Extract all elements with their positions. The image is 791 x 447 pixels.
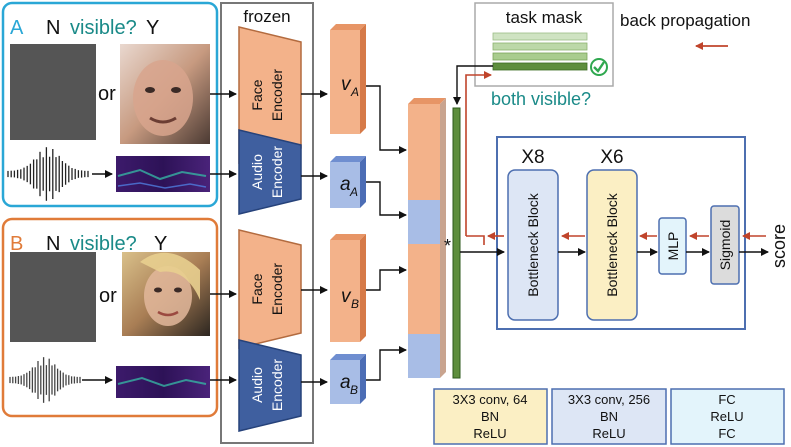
legend-fc: FC ReLU FC	[670, 388, 785, 445]
face-encoder-a-line1: Face	[249, 79, 265, 110]
panel-a-blank-face	[10, 44, 96, 140]
task-mask-title: task mask	[506, 8, 583, 27]
audio-encoder-b: Audio Encoder	[238, 339, 302, 432]
bottleneck-block-2-label: Bottleneck Block	[604, 192, 620, 296]
concat-segment-v-a	[408, 104, 440, 200]
legend-conv256-line1: 3X3 conv, 256	[568, 392, 650, 407]
legend-fc-line3: FC	[718, 426, 735, 441]
panel-b: B N visible? Y or	[1, 217, 219, 418]
legend-conv64-line2: BN	[481, 409, 499, 424]
bottleneck-block-1	[507, 169, 559, 321]
panel-a-question: visible?	[70, 17, 137, 39]
legend-conv256: 3X3 conv, 256 BN ReLU	[551, 388, 667, 445]
concat-segment-a-a	[408, 200, 440, 244]
panel-a-no: N	[46, 17, 60, 39]
mlp-label: MLP	[665, 232, 681, 261]
panel-a-border	[1, 1, 219, 208]
feature-a-b-symbol: a	[340, 372, 351, 393]
feature-a-a: a A	[330, 156, 366, 208]
feature-a-b: a B	[330, 354, 366, 404]
bottleneck-block-1-label: Bottleneck Block	[525, 192, 541, 296]
face-encoder-a-line2: Encoder	[269, 69, 285, 121]
concatenated-features	[408, 98, 446, 378]
panel-b-face-image	[122, 252, 210, 336]
legend-conv256-line2: BN	[600, 409, 618, 424]
face-encoder-b-line1: Face	[249, 273, 265, 304]
legend-conv64-line1: 3X3 conv, 64	[453, 392, 528, 407]
mask-layer-selected	[492, 62, 588, 71]
audio-encoder-a: Audio Encoder	[238, 129, 302, 215]
block1-repeat: X8	[521, 147, 544, 168]
legend-conv256-line3: ReLU	[592, 426, 625, 441]
multiply-symbol: *	[444, 236, 451, 256]
mask-layer-2	[492, 42, 588, 51]
panel-a-face-image	[120, 44, 210, 144]
legend-conv64: 3X3 conv, 64 BN ReLU	[433, 388, 548, 445]
panel-a: A N visible? Y or	[1, 1, 219, 208]
feature-v-b-symbol: v	[341, 286, 352, 307]
panel-b-question: visible?	[70, 233, 137, 255]
both-visible-caption: both visible?	[491, 89, 591, 109]
mlp-block	[658, 217, 687, 275]
panel-b-waveform	[9, 357, 113, 403]
legend-fc-line1: FC	[718, 392, 735, 407]
legend-fc-line2: ReLU	[710, 409, 743, 424]
sigmoid-label: Sigmoid	[717, 220, 733, 271]
panel-b-letter: B	[10, 233, 23, 255]
audio-encoder-b-line1: Audio	[249, 367, 265, 403]
audio-encoder-b-line2: Encoder	[269, 359, 285, 411]
panel-a-waveform	[7, 147, 113, 201]
panel-a-yes: Y	[146, 17, 159, 39]
sigmoid-block	[710, 205, 740, 285]
panel-a-letter: A	[10, 17, 24, 39]
score-label: score	[769, 224, 789, 268]
panel-a-spectrogram	[116, 156, 210, 192]
panel-b-spectrogram	[116, 366, 210, 398]
panel-b-no: N	[46, 233, 60, 255]
concat-segment-v-b	[408, 244, 440, 334]
feature-a-a-sub: A	[349, 185, 358, 199]
panel-a-or: or	[98, 83, 116, 105]
block2-repeat: X6	[600, 147, 623, 168]
audio-encoder-a-line1: Audio	[249, 154, 265, 190]
mask-bar	[452, 107, 461, 379]
feature-v-a-sub: A	[350, 85, 359, 99]
check-icon	[590, 58, 608, 76]
panel-b-or: or	[99, 285, 117, 307]
audio-encoder-a-line2: Encoder	[269, 146, 285, 198]
feature-a-b-sub: B	[350, 383, 358, 397]
frozen-label: frozen	[243, 7, 290, 26]
feature-v-b-sub: B	[351, 297, 359, 311]
panel-b-border	[1, 217, 219, 418]
frozen-box	[220, 2, 314, 444]
task-mask-box: task mask	[474, 2, 614, 87]
bottleneck-block-2	[586, 169, 638, 321]
legend-conv64-line3: ReLU	[473, 426, 506, 441]
backprop-label: back propagation	[620, 11, 750, 30]
panel-b-yes: Y	[154, 233, 167, 255]
feature-a-a-symbol: a	[340, 174, 351, 195]
panel-b-blank-face	[10, 252, 96, 342]
feature-v-a-symbol: v	[341, 74, 352, 95]
mask-layer-3	[492, 52, 588, 61]
feature-v-a: v A	[330, 24, 366, 134]
concat-segment-a-b	[408, 334, 440, 378]
face-encoder-b: Face Encoder	[238, 229, 302, 349]
mask-layer-1	[492, 32, 588, 41]
face-encoder-b-line2: Encoder	[269, 263, 285, 315]
feature-v-b: v B	[330, 234, 366, 342]
